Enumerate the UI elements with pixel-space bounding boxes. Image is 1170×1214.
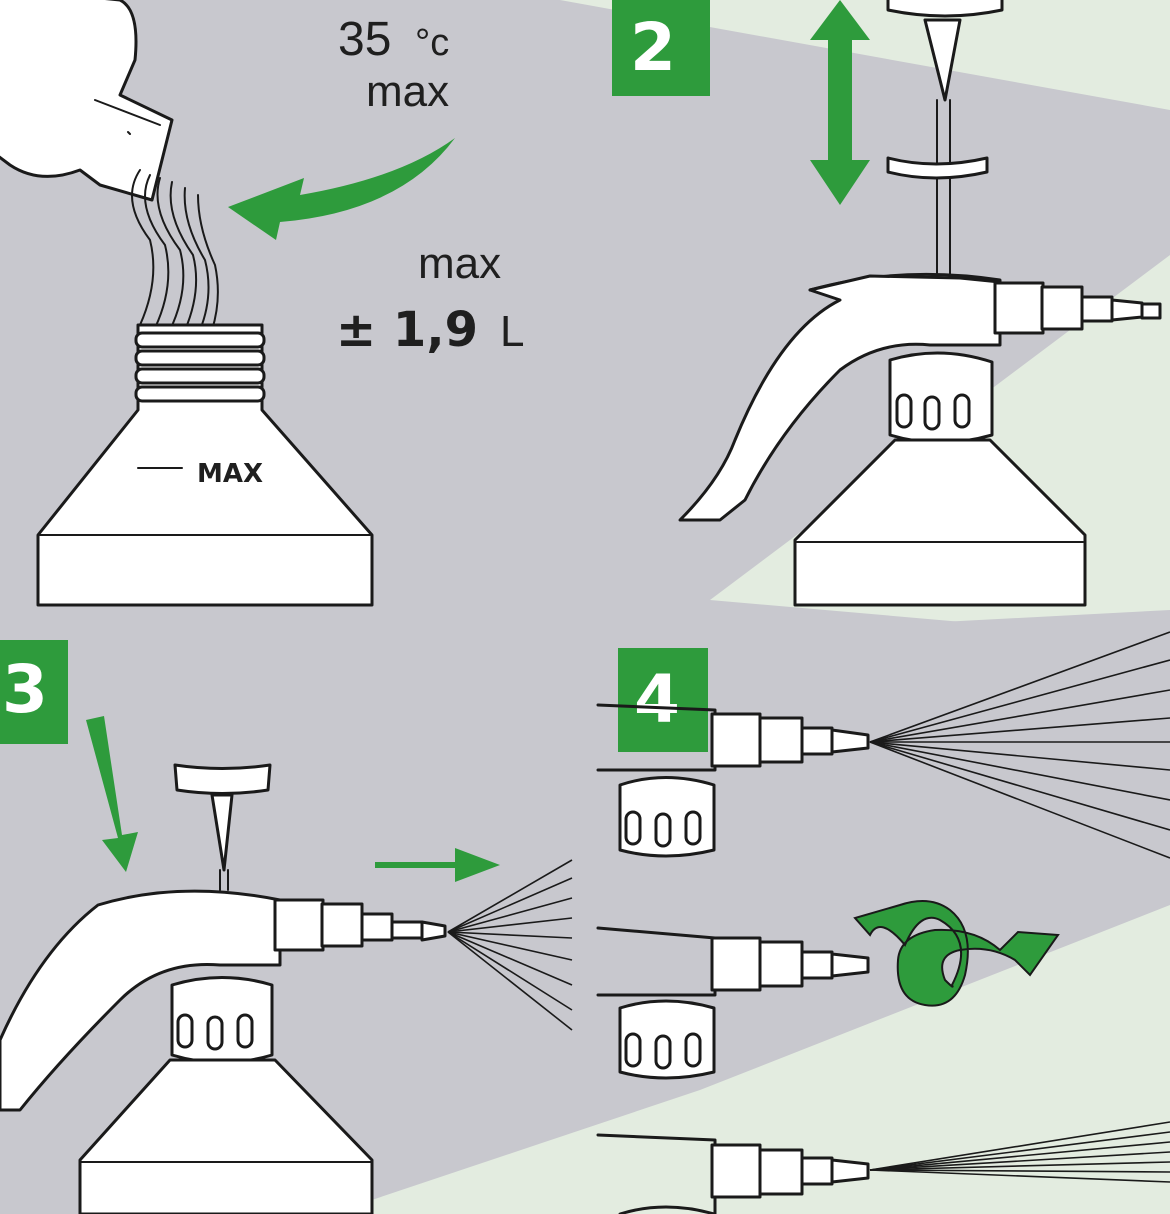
sprayer-step-2 — [678, 272, 1162, 607]
volume-max: max — [418, 239, 501, 288]
step-4-number: 4 — [634, 661, 680, 738]
step-2-badge — [612, 0, 710, 96]
fill-bottle: MAX — [36, 323, 374, 607]
up-down-arrow-icon — [810, 0, 870, 205]
bottle-max-mark: MAX — [197, 459, 263, 489]
water-stream — [131, 169, 219, 331]
step-2-number: 2 — [630, 9, 676, 86]
down-arrow-icon — [86, 716, 138, 872]
spray-rays-wide — [869, 631, 1170, 859]
temp-unit: °c — [415, 22, 449, 64]
temp-max: max — [366, 67, 449, 116]
background-grey-right — [600, 610, 1170, 1000]
right-arrow-icon — [375, 848, 500, 882]
volume-value: ± 1,9 — [336, 302, 478, 358]
step-4-badge — [618, 648, 708, 752]
rotate-nozzle-arrow-icon — [853, 900, 1060, 1007]
sprayer-jet — [596, 1121, 1170, 1214]
step-1-panel: 1 MAX 35 °c max max — [0, 0, 524, 607]
temp-value: 35 — [338, 13, 391, 66]
curved-pour-arrow-icon — [228, 138, 455, 240]
spray-rays-jet — [869, 1121, 1170, 1183]
volume-unit: L — [500, 307, 524, 356]
sprayer-step-3 — [0, 889, 447, 1214]
step-3-number: 3 — [2, 651, 48, 728]
sprayer-wide-spray — [596, 631, 1170, 859]
step-3-badge — [0, 640, 68, 744]
sprayer-rotate-nozzle — [596, 900, 1060, 1080]
step-2-panel: 2 — [612, 0, 1162, 607]
spray-rays-step-3 — [447, 859, 573, 1031]
step-3-panel: 3 — [0, 640, 573, 1214]
step-4-panel: 4 — [596, 631, 1170, 1214]
pouring-jug — [0, 0, 174, 202]
